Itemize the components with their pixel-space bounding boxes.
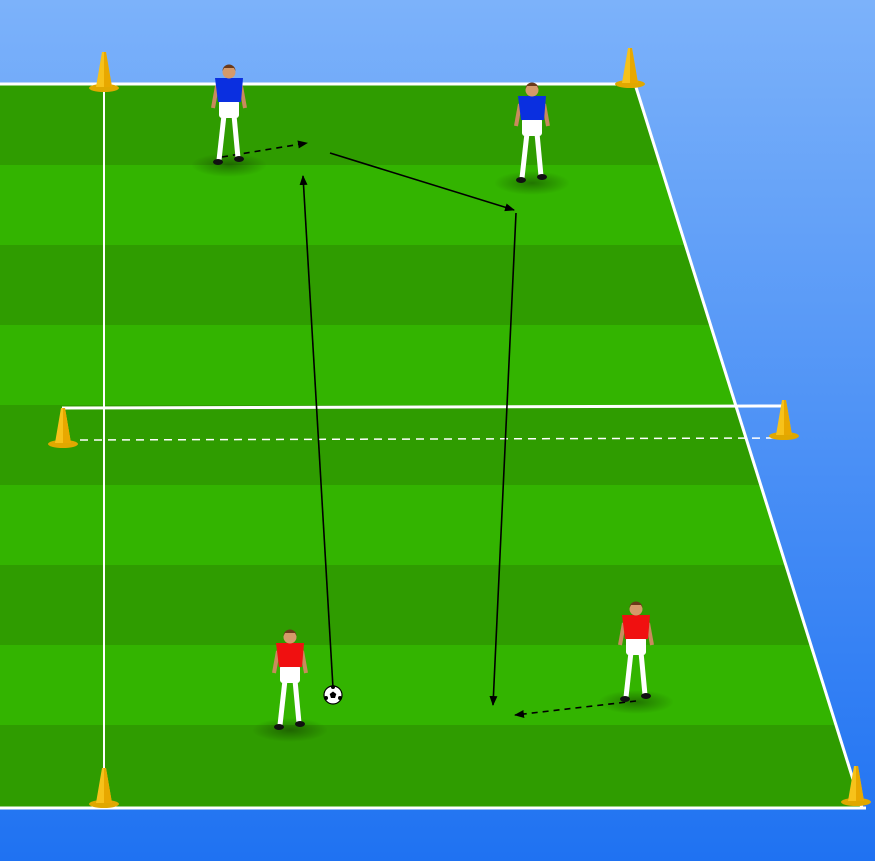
pass-arrow [489, 212, 517, 706]
cone-icon [89, 52, 119, 92]
grass-stripe [0, 565, 862, 645]
pass-arrow [329, 152, 515, 212]
blue-player [494, 82, 570, 195]
grass-stripe [0, 405, 862, 485]
cone-icon [615, 48, 645, 88]
run-arrow [514, 700, 637, 718]
red-player [598, 601, 674, 714]
dashed-zone-line [79, 437, 786, 441]
cone-icon [89, 768, 119, 808]
blue-player [191, 64, 267, 177]
grass-stripe [0, 485, 862, 565]
movement-arrows [221, 140, 637, 718]
grass-stripe [0, 725, 862, 808]
cone-icon [48, 408, 78, 448]
pass-arrow [299, 175, 334, 689]
right-sideline [633, 83, 864, 809]
red-player [252, 629, 328, 742]
grass-stripe [0, 645, 862, 725]
cone-icon [841, 766, 871, 806]
cone-icon [769, 400, 799, 440]
halfway-line [61, 404, 783, 410]
soccer-ball-icon [323, 685, 343, 705]
